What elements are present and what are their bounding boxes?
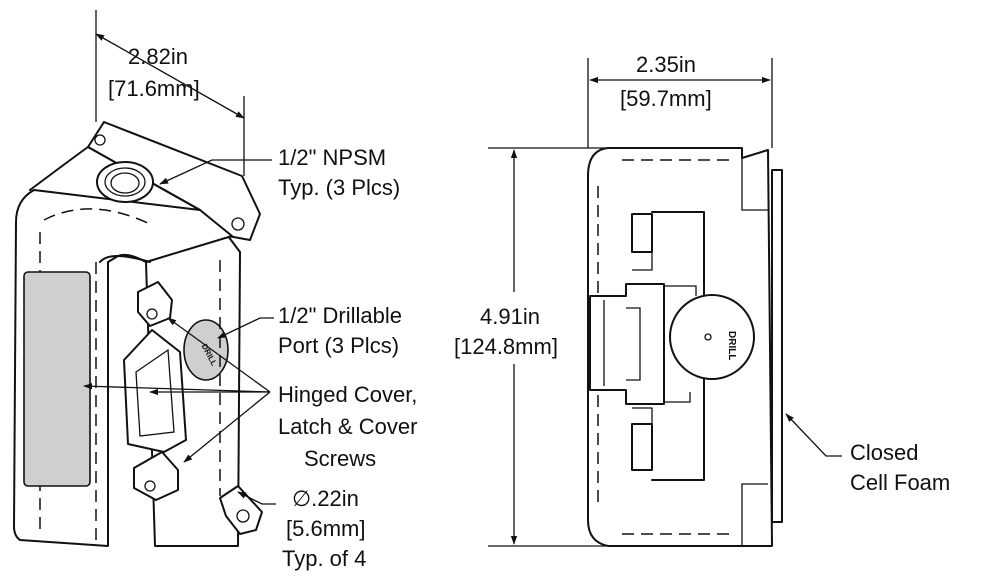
flange-hole-bottom-right <box>236 509 250 523</box>
dim-height-in: 4.91in <box>480 304 540 329</box>
rear-bevel-top <box>741 158 768 211</box>
hinge-label-line3: Screws <box>304 446 376 471</box>
npsm-label-line2: Typ. (3 Plcs) <box>278 175 400 200</box>
callout-hinged-cover: Hinged Cover, Latch & Cover Screws <box>83 317 417 471</box>
dim-width-mm-left: [71.6mm] <box>108 76 200 101</box>
drillable-port-side <box>183 319 229 381</box>
top-edge <box>29 146 201 211</box>
callout-drillable-port: 1/2" Drillable Port (3 Plcs) <box>217 303 402 358</box>
callout-npsm: 1/2" NPSM Typ. (3 Plcs) <box>159 145 400 200</box>
dim-width-in-right: 2.35in <box>636 52 696 77</box>
drill-label-line1: 1/2" Drillable <box>278 303 402 328</box>
lower-clip <box>631 423 653 471</box>
leader-npsm <box>159 159 272 185</box>
dimension-width-right: 2.35in [59.7mm] <box>587 52 773 148</box>
latch-body-detail <box>603 300 641 386</box>
dim-width-in-left: 2.82in <box>128 44 188 69</box>
dim-width-mm-right: [59.7mm] <box>620 86 712 111</box>
npsm-thread <box>104 167 146 197</box>
side-view: DRILL <box>587 147 783 547</box>
flange-hole-top-left <box>94 134 106 146</box>
npsm-label-line1: 1/2" NPSM <box>278 145 386 170</box>
leader-foam <box>785 413 842 457</box>
lower-clip-stem <box>632 407 653 425</box>
hole-mm-label: [5.6mm] <box>286 516 365 541</box>
latch-detail <box>135 348 175 437</box>
dimension-width-left: 2.82in [71.6mm] <box>95 10 245 176</box>
cover-screw-lower <box>144 480 156 492</box>
cover-screw-upper <box>146 308 158 320</box>
upper-clip-stem <box>632 251 653 271</box>
foam-strip <box>771 169 783 523</box>
hinge-label-line2: Latch & Cover <box>278 414 417 439</box>
hidden-line-top <box>43 208 151 225</box>
dim-height-mm: [124.8mm] <box>454 334 558 359</box>
drill-label-line2: Port (3 Plcs) <box>278 333 399 358</box>
leader-drillable <box>217 317 274 339</box>
dimension-height: 4.91in [124.8mm] <box>454 147 606 547</box>
drillable-port-front <box>669 294 755 380</box>
leader-hinge-1 <box>83 383 271 393</box>
hole-typ-label: Typ. of 4 <box>282 546 366 571</box>
port-stamp-right: DRILL <box>726 331 737 360</box>
label-window <box>23 271 91 487</box>
dimension-arrow-left-width <box>95 33 245 119</box>
upper-clip <box>631 213 653 253</box>
leader-hinge-4 <box>183 391 271 463</box>
callout-foam: Closed Cell Foam <box>785 413 950 495</box>
flange-hole-top-right <box>231 217 245 231</box>
callout-mounting-hole: ∅.22in [5.6mm] Typ. of 4 <box>237 486 366 571</box>
hinge-label-line1: Hinged Cover, <box>278 382 417 407</box>
foam-label-line1: Closed <box>850 440 918 465</box>
rear-bevel-bottom <box>741 483 768 546</box>
foam-label-line2: Cell Foam <box>850 470 950 495</box>
npsm-thread-inner <box>110 172 140 194</box>
hole-diameter-label: ∅.22in <box>292 486 359 511</box>
latch-hook-bottom <box>664 392 691 403</box>
front-rounded-edge <box>99 255 151 263</box>
leader-hole <box>237 491 276 505</box>
leader-hinge-2 <box>167 317 271 393</box>
port-center-dot <box>704 333 712 341</box>
latch-hook-top <box>664 285 697 296</box>
latch-body <box>589 283 665 405</box>
isometric-view: DRILL <box>13 121 263 547</box>
